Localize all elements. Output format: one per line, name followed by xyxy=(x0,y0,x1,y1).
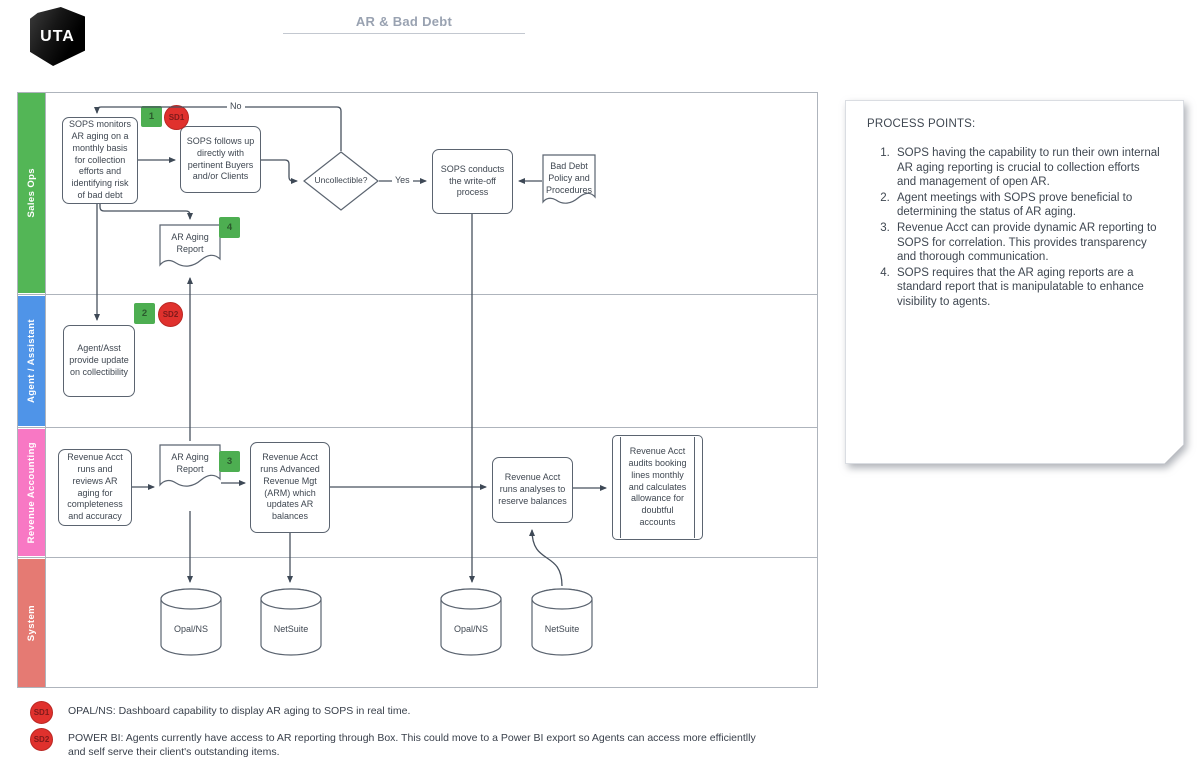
process-point-badge-1[interactable]: 1 xyxy=(141,106,162,127)
swimlane-frame xyxy=(17,92,818,688)
edge-label-no: No xyxy=(227,101,245,111)
node-label: Bad Debt Policy and Procedures xyxy=(545,161,593,195)
node-rev-acct-runs-reviews[interactable]: Revenue Acct runs and reviews AR aging f… xyxy=(58,449,132,526)
page-title[interactable]: AR & Bad Debt xyxy=(355,14,453,29)
lane-separator xyxy=(17,427,818,428)
document-ar-aging-report-revenue[interactable]: AR Aging Report xyxy=(159,444,221,491)
node-label: AR Aging Report xyxy=(171,231,209,254)
sd1-marker[interactable]: SD1 xyxy=(164,105,189,130)
footnote-sd2: SD2 POWER BI: Agents currently have acce… xyxy=(30,728,773,759)
lane-agent-assistant[interactable]: Agent / Assistant xyxy=(18,296,45,426)
process-points-heading: PROCESS POINTS: xyxy=(867,118,976,130)
process-point-badge-3[interactable]: 3 xyxy=(219,451,240,472)
node-label: Uncollectible? xyxy=(314,175,368,186)
footnote-sd1: SD1 OPAL/NS: Dashboard capability to dis… xyxy=(30,701,773,724)
process-point-item: SOPS having the capability to run their … xyxy=(893,146,1162,190)
node-label: AR Aging Report xyxy=(171,451,209,474)
node-label: Revenue Acct runs and reviews AR aging f… xyxy=(67,451,123,522)
process-points-panel: PROCESS POINTS: SOPS having the capabili… xyxy=(845,100,1184,464)
database-opal-ns-1[interactable]: Opal/NS xyxy=(160,588,222,656)
node-write-off-process[interactable]: SOPS conducts the write-off process xyxy=(432,149,513,214)
process-point-badge-4[interactable]: 4 xyxy=(219,217,240,238)
node-label: SOPS monitors AR aging on a monthly basi… xyxy=(68,118,132,201)
node-sops-follows-up[interactable]: SOPS follows up directly with pertinent … xyxy=(180,126,261,193)
lane-separator xyxy=(17,294,818,295)
sd1-footnote-marker[interactable]: SD1 xyxy=(30,701,53,724)
node-label: Agent/Asst provide update on collectibil… xyxy=(69,343,129,377)
predefined-process-line xyxy=(620,437,622,538)
node-label: Revenue Acct runs analyses to reserve ba… xyxy=(498,472,567,506)
lane-revenue-accounting-label: Revenue Accounting xyxy=(26,441,37,544)
diagram-title-block: AR & Bad Debt xyxy=(283,14,525,34)
node-rev-acct-analyses-reserve[interactable]: Revenue Acct runs analyses to reserve ba… xyxy=(492,457,573,523)
lane-revenue-accounting[interactable]: Revenue Accounting xyxy=(18,429,45,556)
lane-sales-ops[interactable]: Sales Ops xyxy=(18,93,45,293)
node-label: Opal/NS xyxy=(453,624,488,635)
node-label: NetSuite xyxy=(544,624,580,635)
database-opal-ns-2[interactable]: Opal/NS xyxy=(440,588,502,656)
sd2-marker[interactable]: SD2 xyxy=(158,302,183,327)
database-netsuite-2[interactable]: NetSuite xyxy=(531,588,593,656)
lane-agent-assistant-label: Agent / Assistant xyxy=(26,318,37,404)
lane-system-label: System xyxy=(26,604,37,642)
predefined-process-line xyxy=(693,437,695,538)
node-label: SOPS conducts the write-off process xyxy=(440,163,505,198)
edge-label-yes: Yes xyxy=(392,175,413,185)
node-label: SOPS follows up directly with pertinent … xyxy=(186,135,255,182)
node-agent-update-collectibility[interactable]: Agent/Asst provide update on collectibil… xyxy=(63,325,135,397)
document-bad-debt-policy[interactable]: Bad Debt Policy and Procedures xyxy=(542,154,596,210)
process-points-list: SOPS having the capability to run their … xyxy=(893,146,1162,310)
process-points-note[interactable]: PROCESS POINTS: SOPS having the capabili… xyxy=(845,100,1184,464)
title-underline xyxy=(283,33,525,34)
lane-separator xyxy=(17,557,818,558)
node-label: NetSuite xyxy=(273,624,309,635)
document-ar-aging-report-sales[interactable]: AR Aging Report xyxy=(159,224,221,271)
node-rev-acct-arm[interactable]: Revenue Acct runs Advanced Revenue Mgt (… xyxy=(250,442,330,533)
lane-system[interactable]: System xyxy=(18,559,45,687)
node-label: Revenue Acct runs Advanced Revenue Mgt (… xyxy=(260,451,320,522)
process-point-item: Revenue Acct can provide dynamic AR repo… xyxy=(893,221,1162,265)
sd2-footnote-marker[interactable]: SD2 xyxy=(30,728,53,751)
node-sops-monitors-ar-aging[interactable]: SOPS monitors AR aging on a monthly basi… xyxy=(62,117,138,204)
node-rev-acct-audits-booking[interactable]: Revenue Acct audits booking lines monthl… xyxy=(612,435,703,540)
process-point-badge-2[interactable]: 2 xyxy=(134,303,155,324)
uta-logo: UTA xyxy=(30,7,85,66)
uta-logo-text: UTA xyxy=(40,27,75,45)
database-netsuite-1[interactable]: NetSuite xyxy=(260,588,322,656)
node-label: Opal/NS xyxy=(173,624,208,635)
lane-label-divider xyxy=(45,92,46,688)
node-label: Revenue Acct audits booking lines monthl… xyxy=(628,445,687,528)
footnote-sd1-text: OPAL/NS: Dashboard capability to display… xyxy=(68,705,411,717)
decision-uncollectible[interactable]: Uncollectible? xyxy=(303,151,379,211)
process-point-item: Agent meetings with SOPS prove beneficia… xyxy=(893,191,1162,220)
footnote-sd2-text: POWER BI: Agents currently have access t… xyxy=(68,732,756,758)
lane-sales-ops-label: Sales Ops xyxy=(26,168,37,218)
process-point-item: SOPS requires that the AR aging reports … xyxy=(893,266,1162,310)
